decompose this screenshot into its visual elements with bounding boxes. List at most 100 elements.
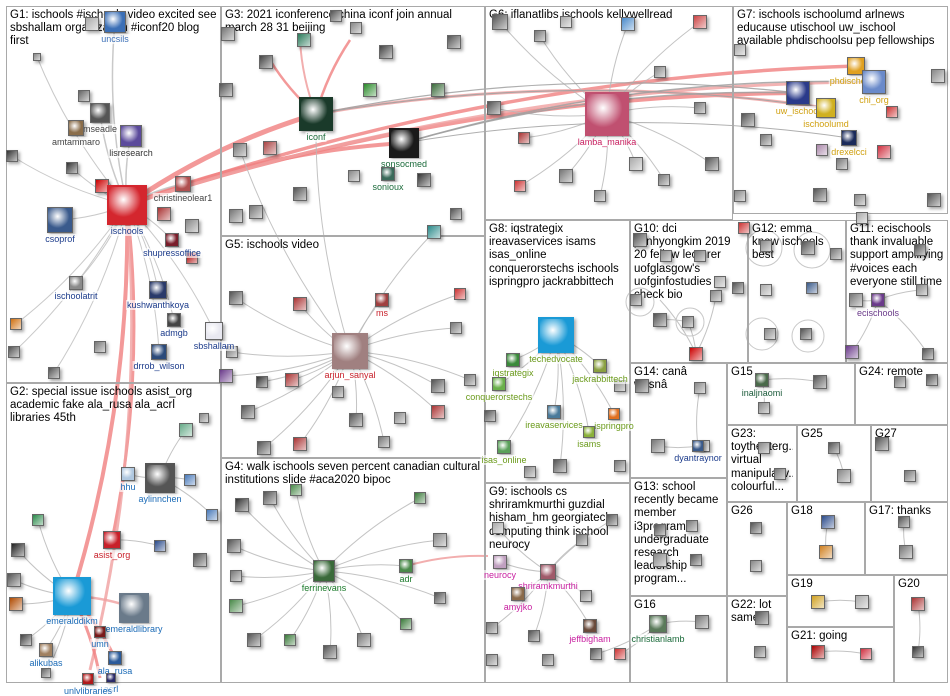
vertex-avatar[interactable] (894, 376, 906, 388)
vertex-avatar[interactable] (199, 413, 209, 423)
vertex-avatar[interactable] (836, 158, 848, 170)
vertex-avatar[interactable] (837, 469, 851, 483)
vertex-avatar[interactable] (487, 101, 501, 115)
vertex-avatar[interactable] (193, 553, 207, 567)
vertex-avatar[interactable] (33, 53, 41, 61)
vertex-shriramkmurthi[interactable] (540, 564, 556, 580)
vertex-avatar[interactable] (48, 367, 60, 379)
vertex-avatar[interactable] (185, 219, 199, 233)
vertex-avatar[interactable] (926, 374, 938, 386)
vertex-avatar[interactable] (651, 439, 665, 453)
vertex-avatar[interactable] (32, 514, 44, 526)
vertex-avatar[interactable] (229, 291, 243, 305)
vertex-isas-online[interactable] (497, 440, 511, 454)
vertex-avatar[interactable] (85, 17, 99, 31)
vertex-avatar[interactable] (241, 405, 255, 419)
vertex-avatar[interactable] (219, 369, 233, 383)
vertex-avatar[interactable] (801, 241, 815, 255)
vertex-avatar[interactable] (686, 520, 698, 532)
vertex-avatar[interactable] (492, 14, 508, 30)
vertex-avatar[interactable] (614, 648, 626, 660)
vertex-avatar[interactable] (357, 633, 371, 647)
vertex-avatar[interactable] (233, 143, 247, 157)
vertex-amyjko[interactable] (511, 587, 525, 601)
vertex-avatar[interactable] (431, 405, 445, 419)
vertex-avatar[interactable] (916, 284, 928, 296)
vertex-avatar[interactable] (348, 170, 360, 182)
vertex-avatar[interactable] (931, 69, 945, 83)
vertex-avatar[interactable] (764, 328, 776, 340)
vertex-avatar[interactable] (379, 45, 393, 59)
vertex-drexelcci[interactable] (841, 130, 857, 146)
vertex-neurocy[interactable] (493, 555, 507, 569)
vertex-avatar[interactable] (433, 533, 447, 547)
vertex-avatar[interactable] (431, 379, 445, 393)
vertex-avatar[interactable] (754, 646, 766, 658)
vertex-avatar[interactable] (734, 44, 746, 56)
vertex-ischoolatrit[interactable] (69, 276, 83, 290)
vertex-avatar[interactable] (492, 522, 504, 534)
vertex-avatar[interactable] (855, 595, 869, 609)
vertex-avatar[interactable] (694, 382, 706, 394)
vertex-adr[interactable] (399, 559, 413, 573)
vertex-avatar[interactable] (741, 113, 755, 127)
vertex-iqstrategix[interactable] (506, 353, 520, 367)
vertex-avatar[interactable] (580, 590, 592, 602)
vertex-isams[interactable] (583, 426, 595, 438)
vertex-aylinnchen[interactable] (145, 463, 175, 493)
vertex-sonioux[interactable] (381, 167, 395, 181)
vertex-ischoolumd[interactable] (816, 98, 836, 118)
vertex-avatar[interactable] (293, 437, 307, 451)
vertex-ispringpro[interactable] (608, 408, 620, 420)
vertex-avatar[interactable] (10, 318, 22, 330)
vertex-phdischoolsu[interactable] (847, 57, 865, 75)
vertex-avatar[interactable] (431, 83, 445, 97)
vertex-avatar[interactable] (7, 573, 21, 587)
vertex-avatar[interactable] (6, 150, 18, 162)
vertex-avatar[interactable] (689, 347, 703, 361)
vertex-avatar[interactable] (898, 516, 910, 528)
vertex-arjun-sanyal[interactable] (332, 333, 368, 369)
vertex-jeffbigham[interactable] (583, 619, 597, 633)
vertex-avatar[interactable] (922, 348, 934, 360)
vertex-sonsocmed[interactable] (389, 128, 419, 158)
vertex-avatar[interactable] (633, 233, 647, 247)
vertex-ms[interactable] (375, 293, 389, 307)
vertex-avatar[interactable] (860, 648, 872, 660)
vertex-avatar[interactable] (705, 157, 719, 171)
vertex-avatar[interactable] (534, 30, 546, 42)
vertex-kushwanthkoya[interactable] (149, 281, 167, 299)
vertex-ecischools[interactable] (871, 293, 885, 307)
vertex-avatar[interactable] (813, 375, 827, 389)
vertex-avatar[interactable] (20, 634, 32, 646)
vertex-avatar[interactable] (738, 222, 750, 234)
vertex-avatar[interactable] (363, 83, 377, 97)
vertex-hhu[interactable] (121, 467, 135, 481)
vertex-sbshallam[interactable] (205, 322, 223, 340)
vertex-shupressoffice[interactable] (165, 233, 179, 247)
vertex-avatar[interactable] (606, 514, 618, 526)
vertex-techedvocate[interactable] (538, 317, 574, 353)
vertex-avatar[interactable] (450, 322, 462, 334)
vertex-avatar[interactable] (434, 592, 446, 604)
vertex-avatar[interactable] (690, 554, 702, 566)
vertex-avatar[interactable] (229, 209, 243, 223)
vertex-avatar[interactable] (734, 190, 746, 202)
vertex-avatar[interactable] (758, 442, 770, 454)
vertex-avatar[interactable] (856, 212, 868, 224)
vertex-amtammaro[interactable] (68, 120, 84, 136)
vertex-avatar[interactable] (332, 386, 344, 398)
vertex-avatar[interactable] (560, 16, 572, 28)
vertex-avatar[interactable] (576, 534, 588, 546)
vertex-admgb[interactable] (167, 313, 181, 327)
vertex-avatar[interactable] (760, 240, 772, 252)
vertex-avatar[interactable] (227, 539, 241, 553)
vertex-avatar[interactable] (542, 654, 554, 666)
vertex-avatar[interactable] (297, 33, 311, 47)
vertex-lisresearch[interactable] (120, 125, 142, 147)
vertex-avatar[interactable] (594, 190, 606, 202)
vertex-avatar[interactable] (590, 648, 602, 660)
vertex-inaljnaomi[interactable] (755, 373, 769, 387)
vertex-avatar[interactable] (263, 491, 277, 505)
vertex-avatar[interactable] (654, 524, 666, 536)
